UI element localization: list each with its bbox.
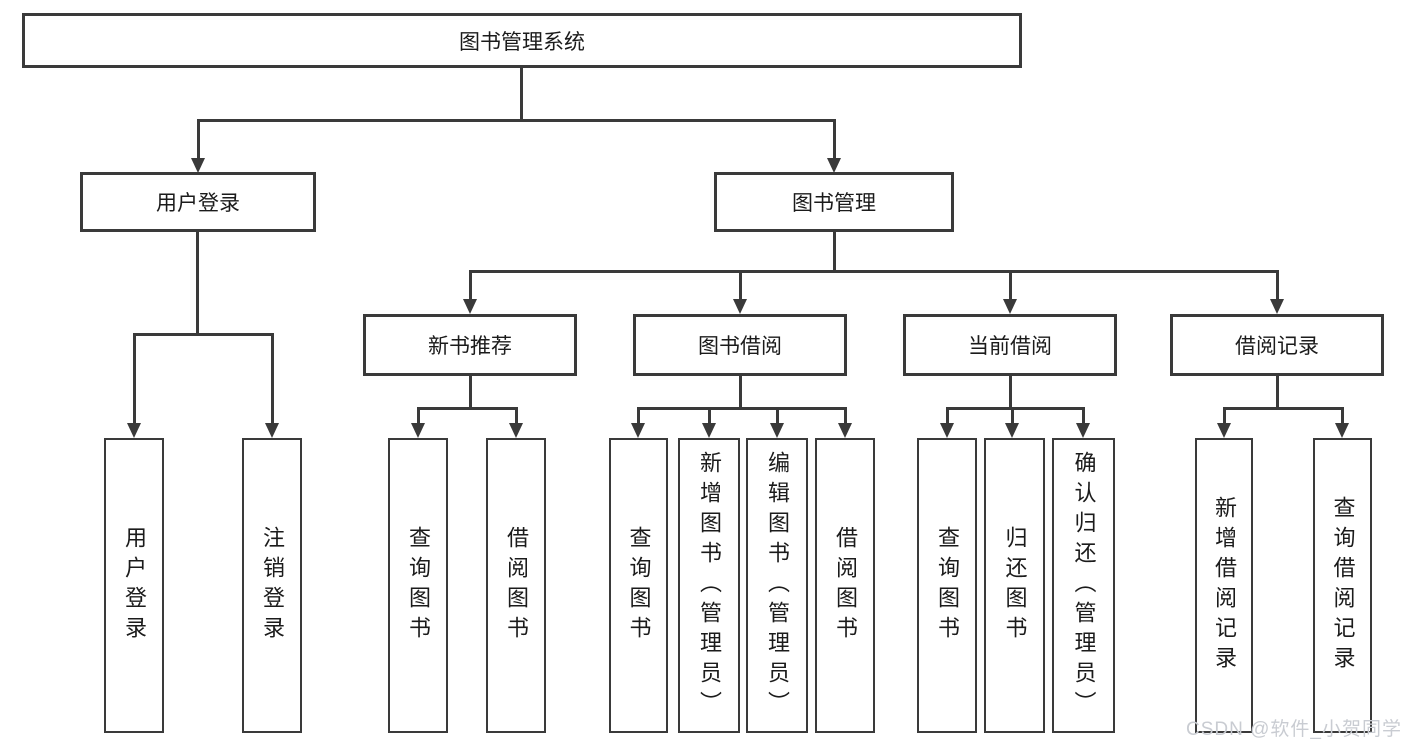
leaf-logout: 注销登录: [242, 438, 302, 733]
leaf-label: 用户登录: [122, 525, 147, 646]
leaf-label: 注销登录: [260, 525, 285, 646]
arrow-down-icon: [265, 423, 279, 438]
node-borrow-record: 借阅记录: [1170, 314, 1384, 376]
connector-line: [417, 407, 420, 424]
connector-line: [1341, 407, 1344, 424]
arrow-down-icon: [770, 423, 784, 438]
node-label: 新书推荐: [428, 335, 512, 358]
leaf-current-query-book: 查询图书: [917, 438, 977, 733]
arrow-down-icon: [1335, 423, 1349, 438]
connector-line: [197, 119, 836, 122]
leaf-label: 查询借阅记录: [1330, 495, 1356, 676]
leaf-recommend-borrow-book: 借阅图书: [486, 438, 546, 733]
connector-line: [1009, 376, 1012, 409]
leaf-borrow-query-book: 查询图书: [609, 438, 668, 733]
leaf-borrow-book: 借阅图书: [815, 438, 875, 733]
connector-line: [1223, 407, 1226, 424]
leaf-label: 查询图书: [626, 525, 652, 646]
connector-line: [1082, 407, 1085, 424]
leaf-label: 查询图书: [935, 525, 960, 646]
connector-line: [417, 407, 518, 410]
node-label: 图书管理: [792, 192, 876, 215]
connector-line: [844, 407, 847, 424]
connector-line: [776, 407, 779, 424]
arrow-down-icon: [1005, 423, 1019, 438]
connector-line: [739, 270, 742, 300]
leaf-label: 归还图书: [1002, 525, 1028, 646]
arrow-down-icon: [191, 158, 205, 173]
leaf-recommend-query-book: 查询图书: [388, 438, 448, 733]
connector-line: [133, 333, 136, 424]
connector-line: [469, 270, 472, 300]
connector-line: [708, 407, 711, 424]
connector-line: [469, 270, 1279, 273]
arrow-down-icon: [631, 423, 645, 438]
connector-line: [1011, 407, 1014, 424]
arrow-down-icon: [838, 423, 852, 438]
connector-line: [1223, 407, 1344, 410]
leaf-add-borrow-record: 新增借阅记录: [1195, 438, 1253, 733]
arrow-down-icon: [702, 423, 716, 438]
arrow-down-icon: [463, 299, 477, 314]
node-library-management-system: 图书管理系统: [22, 13, 1022, 68]
leaf-query-borrow-record: 查询借阅记录: [1313, 438, 1372, 733]
connector-line: [271, 333, 274, 424]
arrow-down-icon: [1076, 423, 1090, 438]
connector-line: [1276, 376, 1279, 409]
leaf-label: 编辑图书（管理员）: [765, 450, 790, 721]
connector-line: [515, 407, 518, 424]
connector-line: [469, 376, 472, 409]
node-current-borrow: 当前借阅: [903, 314, 1117, 376]
arrow-down-icon: [827, 158, 841, 173]
connector-line: [946, 407, 1085, 410]
leaf-label: 借阅图书: [504, 525, 529, 646]
connector-line: [637, 407, 640, 424]
node-user-login: 用户登录: [80, 172, 316, 232]
csdn-watermark: CSDN @软件_小贺同学: [1186, 719, 1402, 740]
arrow-down-icon: [411, 423, 425, 438]
node-new-book-recommend: 新书推荐: [363, 314, 577, 376]
node-label: 当前借阅: [968, 335, 1052, 358]
leaf-label: 新增借阅记录: [1212, 495, 1237, 676]
arrow-down-icon: [733, 299, 747, 314]
leaf-return-book: 归还图书: [984, 438, 1045, 733]
connector-line: [1009, 270, 1012, 300]
arrow-down-icon: [940, 423, 954, 438]
leaf-add-book-admin: 新增图书（管理员）: [678, 438, 740, 733]
connector-line: [637, 407, 847, 410]
connector-line: [739, 376, 742, 409]
arrow-down-icon: [509, 423, 523, 438]
connector-line: [1276, 270, 1279, 300]
node-book-management: 图书管理: [714, 172, 954, 232]
node-book-borrow: 图书借阅: [633, 314, 847, 376]
leaf-label: 查询图书: [406, 525, 431, 646]
arrow-down-icon: [1003, 299, 1017, 314]
node-label: 图书管理系统: [459, 30, 585, 54]
arrow-down-icon: [127, 423, 141, 438]
leaf-label: 确认归还（管理员）: [1071, 450, 1097, 721]
leaf-confirm-return-admin: 确认归还（管理员）: [1052, 438, 1115, 733]
connector-line: [197, 119, 200, 160]
connector-line: [833, 119, 836, 160]
connector-line: [946, 407, 949, 424]
connector-line: [133, 333, 274, 336]
node-label: 用户登录: [156, 192, 240, 215]
leaf-edit-book-admin: 编辑图书（管理员）: [746, 438, 808, 733]
leaf-label: 借阅图书: [833, 525, 858, 646]
connector-line: [520, 68, 523, 120]
connector-line: [833, 232, 836, 272]
arrow-down-icon: [1217, 423, 1231, 438]
arrow-down-icon: [1270, 299, 1284, 314]
node-label: 图书借阅: [698, 335, 782, 358]
leaf-user-login: 用户登录: [104, 438, 164, 733]
connector-line: [196, 232, 199, 336]
node-label: 借阅记录: [1235, 335, 1319, 358]
leaf-label: 新增图书（管理员）: [697, 450, 722, 721]
